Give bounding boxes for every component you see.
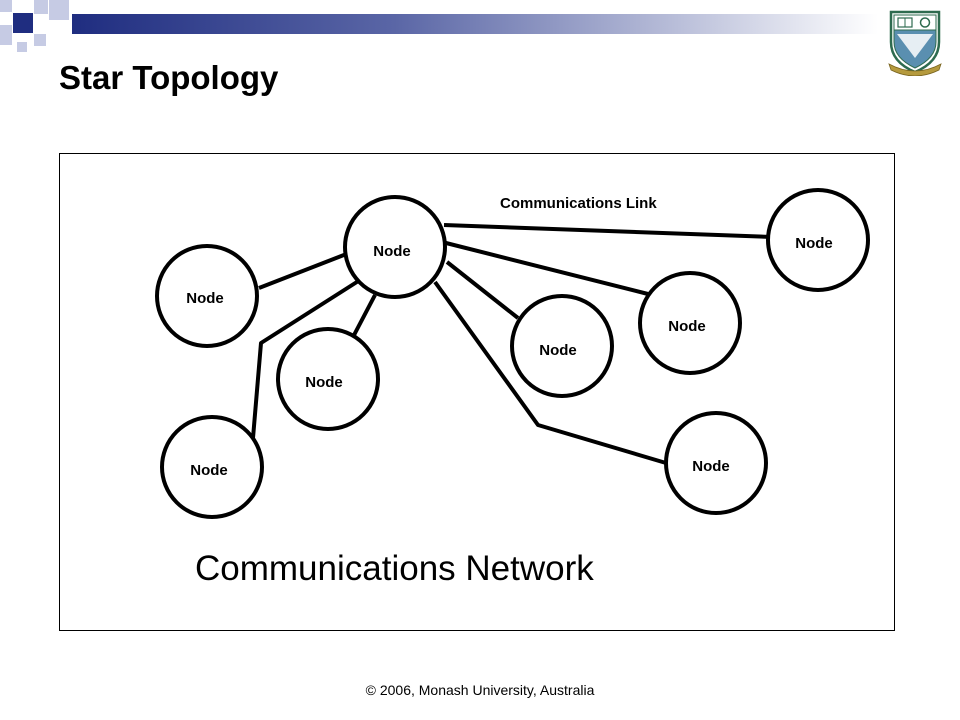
header-gradient-bar <box>72 14 878 34</box>
university-crest-logo <box>888 10 942 76</box>
node-circle-far-right <box>766 188 870 292</box>
square-light <box>0 0 12 12</box>
link-hub-bottom-left <box>251 278 362 439</box>
square-dark <box>13 13 33 33</box>
node-label-center: Node <box>539 342 577 359</box>
node-circle-center <box>510 294 614 398</box>
link-hub-bottom-right <box>433 280 667 465</box>
corner-squares-decoration <box>0 0 69 52</box>
node-circle-left <box>155 244 259 348</box>
node-label-center-left: Node <box>305 374 343 391</box>
node-label-far-right: Node <box>795 235 833 252</box>
node-label-left: Node <box>186 290 224 307</box>
square-light <box>34 34 46 46</box>
node-circle-center-left <box>276 327 380 431</box>
square-light <box>0 25 12 45</box>
node-circle-hub <box>343 195 447 299</box>
node-circle-bottom-right <box>664 411 768 515</box>
slide-footer: © 2006, Monash University, Australia <box>365 682 595 698</box>
communications-network-label: Communications Network <box>195 549 594 588</box>
diagram-frame <box>59 153 895 631</box>
square-light <box>34 0 48 14</box>
node-circle-right <box>638 271 742 375</box>
node-label-bottom-right: Node <box>692 458 730 475</box>
square-light <box>49 0 69 20</box>
link-hub-left <box>258 251 350 290</box>
node-label-bottom-left: Node <box>190 462 228 479</box>
communications-link-label: Communications Link <box>500 195 657 212</box>
link-hub-center-left <box>351 294 377 338</box>
link-hub-right <box>445 241 649 296</box>
slide-title: Star Topology <box>59 59 279 96</box>
link-hub-far-right <box>443 223 773 239</box>
node-label-hub: Node <box>373 243 411 260</box>
link-hub-center <box>445 260 520 320</box>
node-label-right: Node <box>668 318 706 335</box>
node-circle-bottom-left <box>160 415 264 519</box>
square-light <box>17 42 27 52</box>
